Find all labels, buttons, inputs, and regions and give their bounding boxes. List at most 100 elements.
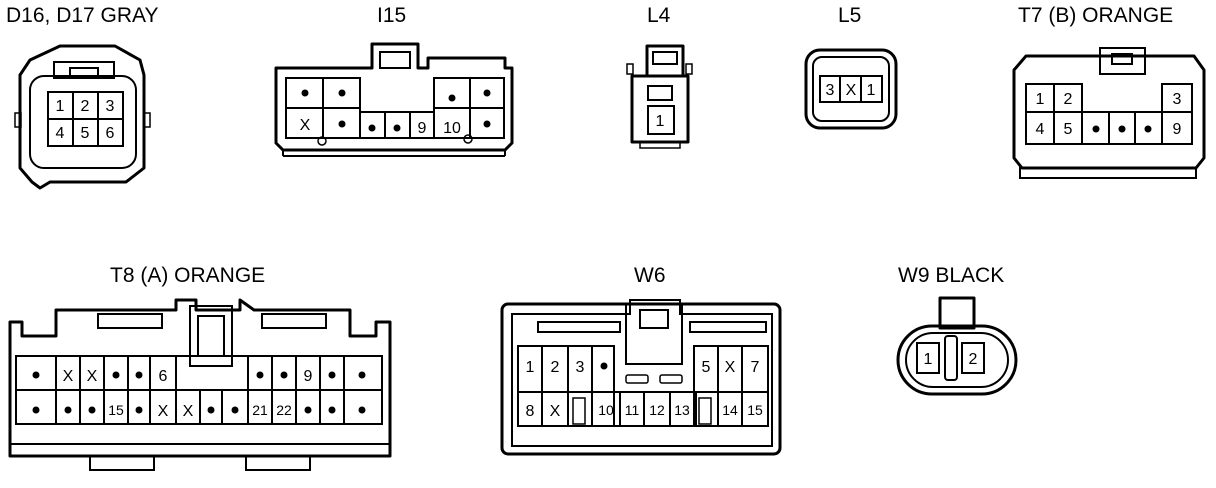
pin-dot xyxy=(358,406,366,414)
pin-dot xyxy=(448,94,456,102)
pin-label: 3 xyxy=(106,98,115,115)
pin-label: 2 xyxy=(969,351,978,368)
pin-label: 4 xyxy=(56,125,65,142)
pin-dot xyxy=(358,371,366,379)
connector-t8-body xyxy=(8,298,392,458)
pin-dot xyxy=(32,406,40,414)
connector-w9-latch xyxy=(938,296,976,330)
connector-l4-pin-cell xyxy=(647,105,675,135)
pin-dot xyxy=(88,406,96,414)
connector-d16-label: D16, D17 GRAY xyxy=(6,4,159,27)
connector-w9-label: W9 BLACK xyxy=(898,264,1004,287)
pin-label: 3 xyxy=(576,359,585,376)
pin-dot xyxy=(135,406,143,414)
pin-dot xyxy=(256,371,264,379)
pin-label: 9 xyxy=(304,368,313,385)
connector-l5-pin-grid xyxy=(819,75,883,103)
connector-t7-body xyxy=(1012,54,1206,170)
pin-label: X xyxy=(725,359,736,376)
pin-label: 1 xyxy=(924,351,933,368)
pin-label: 9 xyxy=(418,120,427,137)
connector-i15: I15 X 9 10 xyxy=(274,4,514,157)
pin-label: 1 xyxy=(867,82,876,99)
pin-label: 14 xyxy=(722,402,738,418)
connector-t8-label: T8 (A) ORANGE xyxy=(110,264,265,287)
pin-dot xyxy=(600,362,608,370)
pin-label: 4 xyxy=(1036,121,1045,138)
connector-t8: T8 (A) ORANGE X X 6 9 xyxy=(8,264,392,471)
connector-d16-inner xyxy=(29,75,137,169)
connector-w6-pin-grid xyxy=(517,345,615,427)
pin-dot xyxy=(328,371,336,379)
pin-dot xyxy=(1118,125,1126,133)
pin-dot xyxy=(338,120,346,128)
pin-dot xyxy=(393,124,401,132)
pin-label: 10 xyxy=(443,120,461,137)
pin-dot xyxy=(328,406,336,414)
pin-dot xyxy=(32,371,40,379)
pin-label: 2 xyxy=(81,98,90,115)
pin-label: X xyxy=(63,368,74,385)
pin-label: 1 xyxy=(1036,91,1045,108)
pin-label: 1 xyxy=(656,113,665,130)
pin-label: 3 xyxy=(1173,91,1182,108)
connector-w6-label: W6 xyxy=(634,264,666,287)
pin-dot xyxy=(338,89,346,97)
connector-w9-pin-cell xyxy=(961,342,985,374)
pin-dot xyxy=(231,406,239,414)
pin-dot xyxy=(280,371,288,379)
connector-t8-gridlines xyxy=(55,356,345,424)
pin-label: X xyxy=(183,403,194,420)
pin-label: 2 xyxy=(551,359,560,376)
pin-label: X xyxy=(87,368,98,385)
pin-label: 13 xyxy=(674,402,690,418)
pin-dot xyxy=(135,371,143,379)
pin-label: X xyxy=(300,117,311,134)
pin-label: 9 xyxy=(1173,121,1182,138)
connector-l5: L5 3 X 1 xyxy=(804,4,898,130)
connector-l5-label: L5 xyxy=(838,4,861,27)
pin-label: 5 xyxy=(702,359,711,376)
connector-l5-body xyxy=(804,48,898,130)
pin-label: 8 xyxy=(526,403,535,420)
pin-label: 5 xyxy=(81,125,90,142)
pin-label: 5 xyxy=(1064,121,1073,138)
connector-i15-body xyxy=(274,42,514,152)
connector-d16-body xyxy=(18,44,146,190)
pin-dot xyxy=(1144,125,1152,133)
pin-dot xyxy=(483,120,491,128)
pin-label: 7 xyxy=(751,359,760,376)
pin-dot xyxy=(304,406,312,414)
connector-t7-label: T7 (B) ORANGE xyxy=(1018,4,1173,27)
connector-w6-latch xyxy=(625,303,683,365)
pin-label: 15 xyxy=(108,402,124,418)
connector-w6: W6 1 2 3 5 X 7 8 X 10 11 12 13 xyxy=(500,264,782,456)
pin-label: X xyxy=(550,403,561,420)
pin-label: 1 xyxy=(526,359,535,376)
pin-dot xyxy=(368,124,376,132)
pin-dot xyxy=(207,406,215,414)
pin-label: 11 xyxy=(625,402,640,418)
pin-label: 15 xyxy=(747,402,763,418)
pin-dot xyxy=(301,89,309,97)
pin-label: 21 xyxy=(252,402,268,418)
pin-label: 10 xyxy=(598,402,614,418)
pin-label: 6 xyxy=(106,125,115,142)
pin-dot xyxy=(112,371,120,379)
connector-w9-body xyxy=(896,324,1018,396)
connector-w9: W9 BLACK 1 2 xyxy=(896,264,1018,396)
pin-dot xyxy=(64,406,72,414)
pin-label: 12 xyxy=(649,402,665,418)
connector-l4: L4 1 xyxy=(626,4,693,149)
connector-d16-d17: D16, D17 GRAY 1 2 3 4 5 6 xyxy=(6,4,159,190)
pin-label: X xyxy=(158,403,169,420)
pin-label: 1 xyxy=(56,98,65,115)
connector-w9-pin-cell xyxy=(916,342,940,374)
pin-label: 6 xyxy=(159,368,168,385)
pin-dot xyxy=(483,89,491,97)
connector-t8-latch xyxy=(189,305,233,367)
pin-label: 22 xyxy=(276,402,292,418)
pin-label: 2 xyxy=(1064,91,1073,108)
connector-d16-latch xyxy=(53,61,115,79)
